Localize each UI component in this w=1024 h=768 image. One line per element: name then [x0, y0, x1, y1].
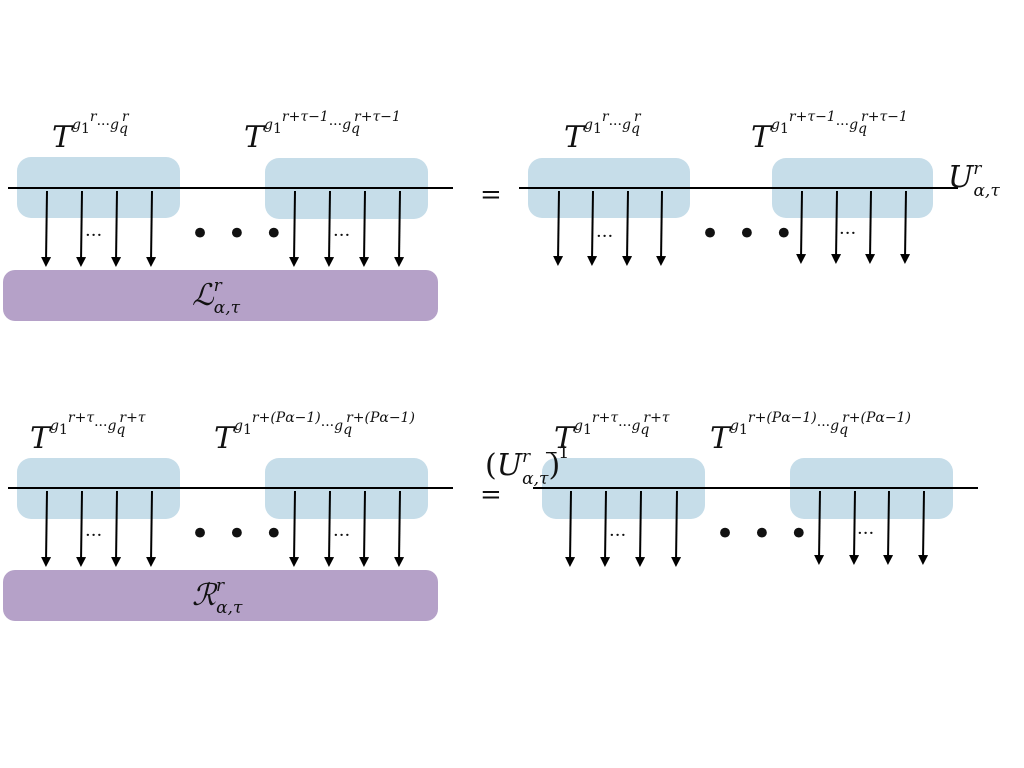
down-arrow	[289, 490, 300, 567]
tensor-label-left: Tg1r+τ···gqr+τ	[554, 410, 670, 456]
down-arrow	[671, 490, 682, 567]
down-arrow	[146, 490, 157, 567]
down-arrow	[359, 190, 370, 267]
down-arrow	[883, 490, 894, 565]
down-arrow	[359, 490, 370, 567]
tensor-label-left: Tg1r···gqr	[52, 109, 130, 155]
down-arrow	[76, 190, 87, 267]
legs-ellipsis: ···	[333, 525, 350, 546]
down-arrow	[76, 490, 87, 567]
down-arrow	[324, 190, 335, 267]
legs-ellipsis: ···	[85, 225, 102, 246]
physical-legs-left	[553, 190, 667, 266]
down-arrow	[146, 190, 157, 267]
down-arrow	[394, 490, 405, 567]
down-arrow	[635, 490, 646, 567]
legs-ellipsis: ···	[839, 223, 856, 244]
blocks-ellipsis: • • •	[190, 514, 287, 554]
tensor-label-left: Tg1r+τ···gqr+τ	[30, 410, 146, 456]
tensor-label-right: Tg1r+(Pα−1)···gqr+(Pα−1)	[214, 410, 415, 456]
blocks-ellipsis: • • •	[700, 214, 797, 254]
blocks-ellipsis: • • •	[715, 514, 812, 554]
physical-legs-right	[814, 490, 929, 565]
physical-legs-right	[289, 190, 405, 267]
equals-sign: =	[480, 180, 502, 210]
operator-bar-L	[3, 270, 438, 321]
down-arrow	[289, 190, 300, 267]
physical-legs-left	[565, 490, 682, 567]
equals-sign: =	[480, 480, 502, 510]
tensor-label-left: Tg1r···gqr	[564, 109, 642, 155]
blocks-ellipsis: • • •	[190, 214, 287, 254]
tensor-label-right: Tg1r+τ−1···gqr+τ−1	[244, 109, 401, 155]
down-arrow	[394, 190, 405, 267]
down-arrow	[622, 190, 633, 266]
physical-legs-left	[41, 190, 157, 267]
down-arrow	[41, 490, 52, 567]
legs-ellipsis: ···	[333, 225, 350, 246]
legs-ellipsis: ···	[609, 525, 626, 546]
tensor-label-right: Tg1r+(Pα−1)···gqr+(Pα−1)	[710, 410, 911, 456]
down-arrow	[111, 190, 122, 267]
physical-legs-left	[41, 490, 157, 567]
legs-ellipsis: ···	[596, 226, 613, 247]
physical-legs-right	[796, 190, 911, 264]
down-arrow	[865, 190, 876, 264]
legs-ellipsis: ···	[85, 525, 102, 546]
down-arrow	[111, 490, 122, 567]
tensor-label-right: Tg1r+τ−1···gqr+τ−1	[751, 109, 908, 155]
down-arrow	[565, 490, 576, 567]
down-arrow	[849, 490, 860, 565]
down-arrow	[587, 190, 598, 266]
down-arrow	[324, 490, 335, 567]
down-arrow	[600, 490, 611, 567]
down-arrow	[41, 190, 52, 267]
operator-bar-R	[3, 570, 438, 621]
down-arrow	[900, 190, 911, 264]
legs-ellipsis: ···	[857, 523, 874, 544]
down-arrow	[918, 490, 929, 565]
down-arrow	[796, 190, 807, 264]
equation-1-rhs: ··· ··· • • • Tg1r···gqr Tg1r+τ−1···gqr+…	[519, 109, 1000, 266]
down-arrow	[831, 190, 842, 264]
down-arrow	[656, 190, 667, 266]
down-arrow	[814, 490, 825, 565]
down-arrow	[553, 190, 564, 266]
physical-legs-right	[289, 490, 405, 567]
